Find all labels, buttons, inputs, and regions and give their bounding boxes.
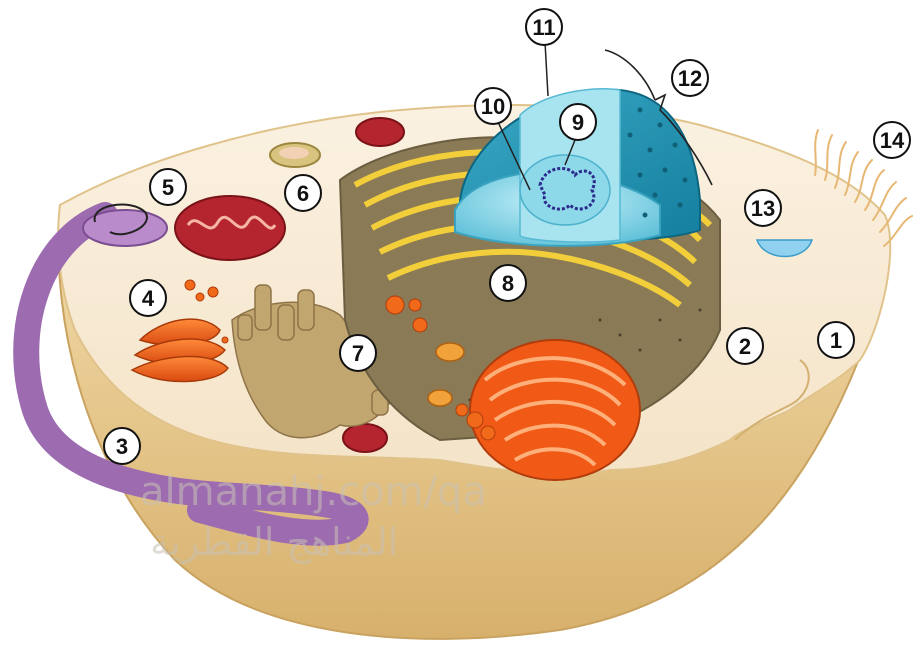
- label-3-text: 3: [116, 434, 128, 459]
- label-6: 6: [285, 175, 321, 211]
- label-13: 13: [745, 190, 781, 226]
- label-12: 12: [672, 60, 708, 96]
- label-9: 9: [560, 104, 596, 140]
- mitochondrion-bottom: [343, 424, 387, 452]
- label-7-text: 7: [352, 341, 364, 366]
- label-10: 10: [475, 88, 511, 124]
- label-12-text: 12: [678, 66, 702, 91]
- label-11: 11: [526, 9, 562, 45]
- label-5: 5: [150, 169, 186, 205]
- label-14-text: 14: [880, 128, 905, 153]
- golgi-large: [470, 340, 640, 480]
- label-7: 7: [340, 335, 376, 371]
- label-10-text: 10: [481, 94, 505, 119]
- label-1-text: 1: [830, 328, 842, 353]
- label-8-text: 8: [502, 271, 514, 296]
- label-2: 2: [727, 328, 763, 364]
- watermark-arabic: المناهج القطرية: [150, 520, 398, 565]
- mitochondrion-top: [356, 118, 404, 146]
- label-2-text: 2: [739, 334, 751, 359]
- label-14: 14: [874, 122, 910, 158]
- label-3: 3: [104, 428, 140, 464]
- label-4-text: 4: [142, 286, 155, 311]
- label-5-text: 5: [162, 175, 174, 200]
- label-8: 8: [490, 265, 526, 301]
- nucleolus-region: [520, 155, 610, 225]
- watermark-domain: almanahj.com/qa: [140, 469, 487, 515]
- label-6-text: 6: [297, 181, 309, 206]
- label-11-text: 11: [532, 15, 555, 40]
- label-4: 4: [130, 280, 166, 316]
- label-9-text: 9: [572, 110, 584, 135]
- label-13-text: 13: [751, 196, 775, 221]
- label-1: 1: [818, 322, 854, 358]
